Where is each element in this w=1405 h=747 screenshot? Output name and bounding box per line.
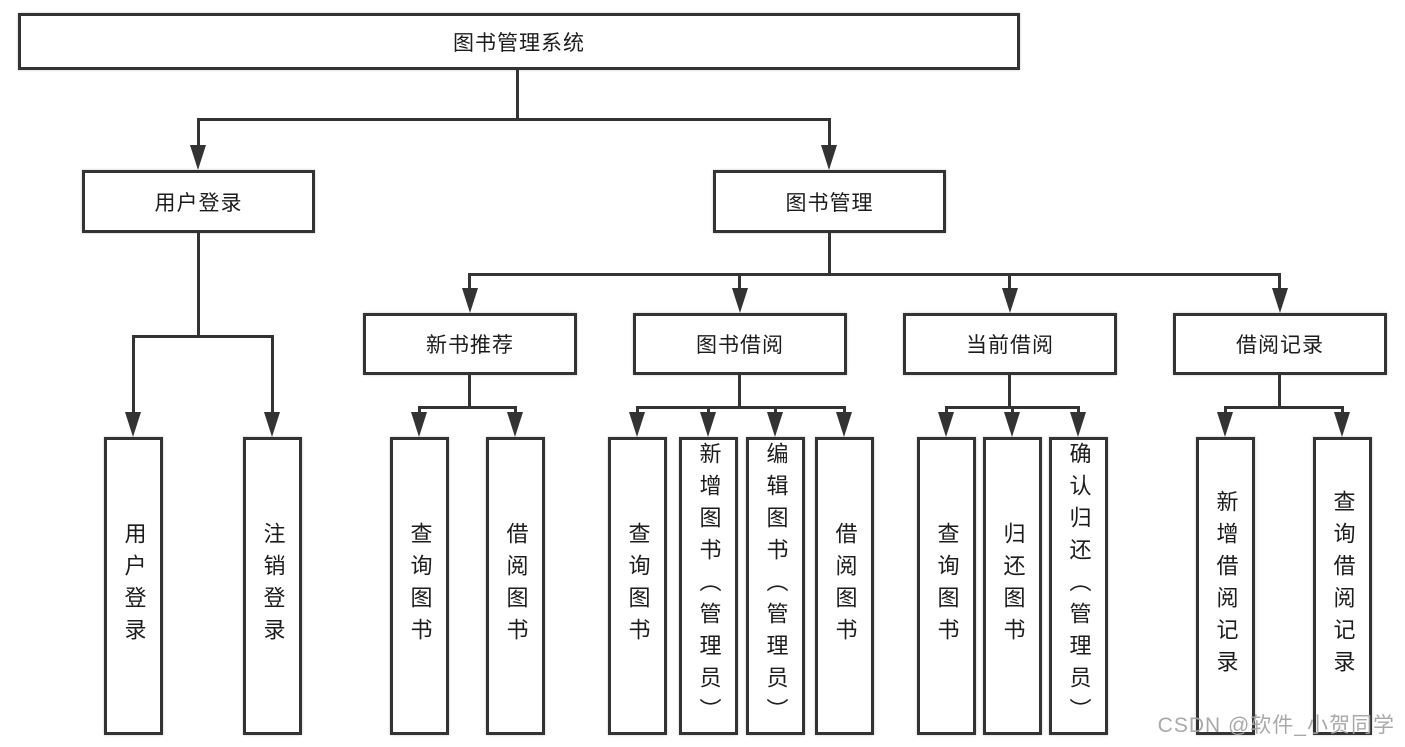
leaf-borrow-edit-admin: 编辑图书（管理员） <box>746 437 805 735</box>
leaf-current-return-label: 归还图书 <box>1000 522 1026 650</box>
leaf-current-confirm-admin-label: 确认归还（管理员） <box>1066 442 1092 730</box>
arrow-down <box>629 412 645 437</box>
arrow-down <box>462 288 478 313</box>
leaf-borrow-add-admin-label: 新增图书（管理员） <box>696 442 722 730</box>
leaf-borrow-add-admin: 新增图书（管理员） <box>679 437 738 735</box>
arrow-down <box>732 288 748 313</box>
connector-line <box>1278 375 1281 409</box>
connector-line <box>516 70 519 121</box>
node-root-label: 图书管理系统 <box>453 31 585 55</box>
connector-line <box>468 375 471 409</box>
leaf-borrow-borrow-label: 借阅图书 <box>832 522 858 650</box>
leaf-records-query: 查询借阅记录 <box>1313 437 1372 735</box>
leaf-logout-label: 注销登录 <box>260 522 286 650</box>
connector-line <box>197 118 200 150</box>
node-book-management-label: 图书管理 <box>785 191 874 215</box>
arrow-down <box>1217 412 1233 437</box>
watermark: CSDN @软件_小贺同学 <box>1157 714 1395 737</box>
leaf-borrow-query: 查询图书 <box>608 437 667 735</box>
leaf-borrow-query-label: 查询图书 <box>625 522 651 650</box>
leaf-records-add-label: 新增借阅记录 <box>1213 490 1239 682</box>
leaf-user-login-label: 用户登录 <box>121 522 147 650</box>
arrow-down <box>1272 288 1288 313</box>
node-current-borrow-label: 当前借阅 <box>966 334 1054 357</box>
node-book-borrow-label: 图书借阅 <box>696 334 784 357</box>
arrow-down <box>507 412 523 437</box>
leaf-newbooks-query: 查询图书 <box>390 437 449 735</box>
connector-line <box>418 406 517 409</box>
connector-line <box>468 273 1281 276</box>
leaf-logout: 注销登录 <box>243 437 302 735</box>
connector-line <box>468 273 471 293</box>
node-borrow-records: 借阅记录 <box>1173 313 1387 375</box>
leaf-current-confirm-admin: 确认归还（管理员） <box>1049 437 1108 735</box>
leaf-borrow-edit-admin-label: 编辑图书（管理员） <box>763 442 789 730</box>
arrow-down <box>767 412 783 437</box>
node-new-book-recommend-label: 新书推荐 <box>426 334 514 357</box>
leaf-current-query-label: 查询图书 <box>934 522 960 650</box>
arrow-down <box>1004 412 1020 437</box>
node-new-book-recommend: 新书推荐 <box>363 313 577 375</box>
leaf-records-query-label: 查询借阅记录 <box>1330 490 1356 682</box>
leaf-records-add: 新增借阅记录 <box>1196 437 1255 735</box>
arrow-down <box>1002 288 1018 313</box>
connector-line <box>132 335 135 417</box>
connector-line <box>197 118 831 121</box>
arrow-down <box>700 412 716 437</box>
arrow-down <box>1334 412 1350 437</box>
arrow-down <box>938 412 954 437</box>
node-root: 图书管理系统 <box>18 13 1020 70</box>
connector-line <box>1008 375 1011 409</box>
arrow-down <box>264 412 280 437</box>
connector-line <box>636 406 846 409</box>
leaf-current-return: 归还图书 <box>983 437 1042 735</box>
connector-line <box>828 118 831 150</box>
connector-line <box>1224 406 1344 409</box>
connector-line <box>738 273 741 293</box>
arrow-down <box>836 412 852 437</box>
connector-line <box>828 233 831 276</box>
leaf-current-query: 查询图书 <box>917 437 976 735</box>
connector-line <box>132 335 274 338</box>
node-book-borrow: 图书借阅 <box>633 313 847 375</box>
arrow-down <box>821 145 837 170</box>
leaf-newbooks-borrow-label: 借阅图书 <box>503 522 529 650</box>
arrow-down <box>1070 412 1086 437</box>
node-current-borrow: 当前借阅 <box>903 313 1117 375</box>
connector-line <box>197 233 200 337</box>
node-borrow-records-label: 借阅记录 <box>1236 334 1324 357</box>
leaf-user-login: 用户登录 <box>104 437 163 735</box>
arrow-down <box>190 145 206 170</box>
arrow-down <box>411 412 427 437</box>
leaf-newbooks-query-label: 查询图书 <box>407 522 433 650</box>
node-user-login-label: 用户登录 <box>154 191 243 215</box>
connector-line <box>1278 273 1281 293</box>
connector-line <box>271 335 274 417</box>
node-book-management-branch: 图书管理 <box>713 170 946 233</box>
connector-line <box>738 375 741 409</box>
node-user-login-branch: 用户登录 <box>82 170 315 233</box>
connector-line <box>1008 273 1011 293</box>
arrow-down <box>125 412 141 437</box>
leaf-newbooks-borrow: 借阅图书 <box>486 437 545 735</box>
leaf-borrow-borrow: 借阅图书 <box>815 437 874 735</box>
